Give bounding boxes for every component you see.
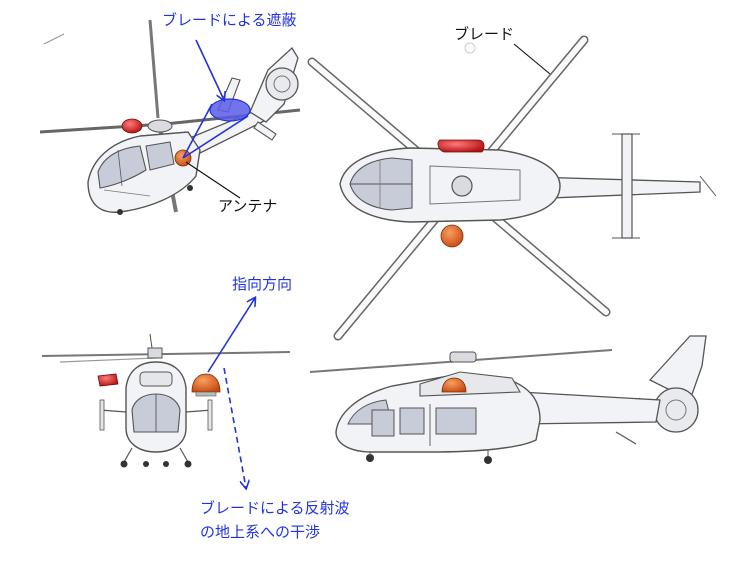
antenna-callout-line <box>185 161 241 199</box>
top-view-helicopter <box>307 35 717 341</box>
label-blade: ブレード <box>454 25 515 43</box>
label-interference-line1: ブレードによる反射波 <box>200 499 350 517</box>
beacon-red-icon <box>437 139 485 153</box>
antenna-dome-icon <box>441 377 467 393</box>
blade-shadowing-ellipse <box>209 98 251 122</box>
pointing-direction-arrow <box>207 298 255 373</box>
label-interference-line2: の地上系への干渉 <box>200 523 321 541</box>
label-antenna: アンテナ <box>218 197 278 215</box>
label-pointing-direction: 指向方向 <box>232 275 293 293</box>
perspective-view-helicopter <box>39 19 301 215</box>
beacon-red-icon <box>97 373 119 387</box>
antenna-dome-icon <box>440 224 464 248</box>
antenna-dome-icon <box>191 373 221 393</box>
front-view-helicopter <box>41 298 291 488</box>
label-blade-shadowing: ブレードによる遮蔽 <box>162 11 297 29</box>
blade-callout-line <box>513 43 551 75</box>
side-view-helicopter <box>309 335 707 464</box>
interference-dashed-arrow <box>223 367 246 488</box>
blade-shadowing-arrow <box>195 39 224 100</box>
beacon-red-icon <box>121 118 143 134</box>
